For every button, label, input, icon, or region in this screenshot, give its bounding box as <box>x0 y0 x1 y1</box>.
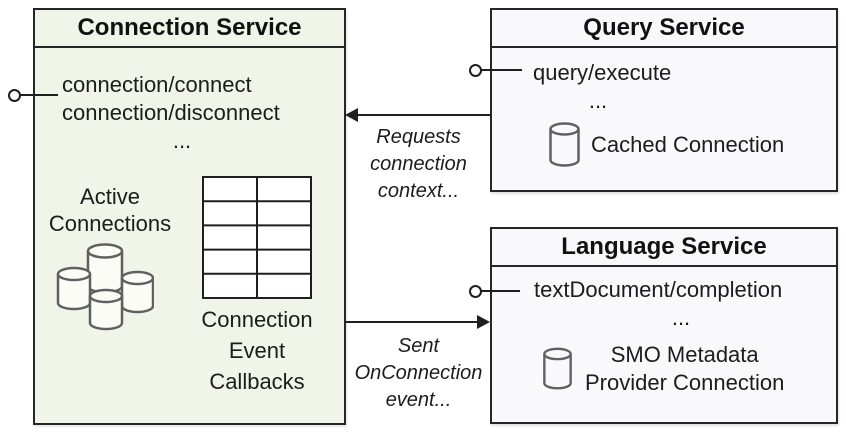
sent-onconnection-event-label: Sent OnConnection event... <box>354 335 483 411</box>
language-service-title: Language Service <box>492 229 836 267</box>
active-connections-label: Active Connections <box>48 184 172 236</box>
method-connection-disconnect: connection/disconnect <box>62 100 280 125</box>
lollipop-interface-icon <box>469 64 482 77</box>
language-service-box: Language Service textDocument/completion… <box>490 227 838 424</box>
connection-service-box: Connection Service connection/connect co… <box>33 8 346 425</box>
requests-connection-context-label: Requests connection context... <box>370 126 467 202</box>
method-textdocument-completion: textDocument/completion <box>534 277 783 302</box>
method-query-execute: query/execute <box>533 60 672 85</box>
methods-ellipsis: ... <box>588 88 608 113</box>
cached-connection-label: Cached Connection <box>591 132 785 157</box>
table-grid-icon <box>202 176 312 299</box>
database-cylinder-icon <box>543 347 572 390</box>
connection-service-methods: connection/connect connection/disconnect… <box>62 71 302 155</box>
language-service-interface-line <box>480 290 520 292</box>
query-service-interface-line <box>480 69 522 71</box>
connection-service-title: Connection Service <box>35 10 344 48</box>
sent-arrow-line <box>346 321 480 323</box>
methods-ellipsis: ... <box>671 305 691 330</box>
smo-metadata-label: SMO Metadata Provider Connection <box>585 342 785 395</box>
connection-event-callbacks-label: Connection Event Callbacks <box>201 307 313 394</box>
cached-connection-item: Cached Connection <box>548 121 784 169</box>
lollipop-interface-icon <box>469 285 482 298</box>
lollipop-interface-icon <box>8 89 21 102</box>
right-arrowhead-icon <box>477 315 490 329</box>
query-service-box: Query Service query/execute ... Cached C… <box>490 8 838 192</box>
connection-service-interface-line <box>19 94 58 96</box>
left-arrowhead-icon <box>345 108 358 122</box>
smo-metadata-connection-item: SMO Metadata Provider Connection <box>542 341 784 397</box>
database-cylinder-icon <box>549 122 580 167</box>
method-connection-connect: connection/connect <box>62 72 252 97</box>
requests-arrow-line <box>352 114 490 116</box>
language-service-methods: textDocument/completion ... <box>534 276 828 332</box>
query-service-methods: query/execute ... <box>533 59 672 115</box>
query-service-title: Query Service <box>492 10 836 48</box>
database-cluster-icon <box>56 243 154 331</box>
methods-ellipsis: ... <box>172 128 192 153</box>
